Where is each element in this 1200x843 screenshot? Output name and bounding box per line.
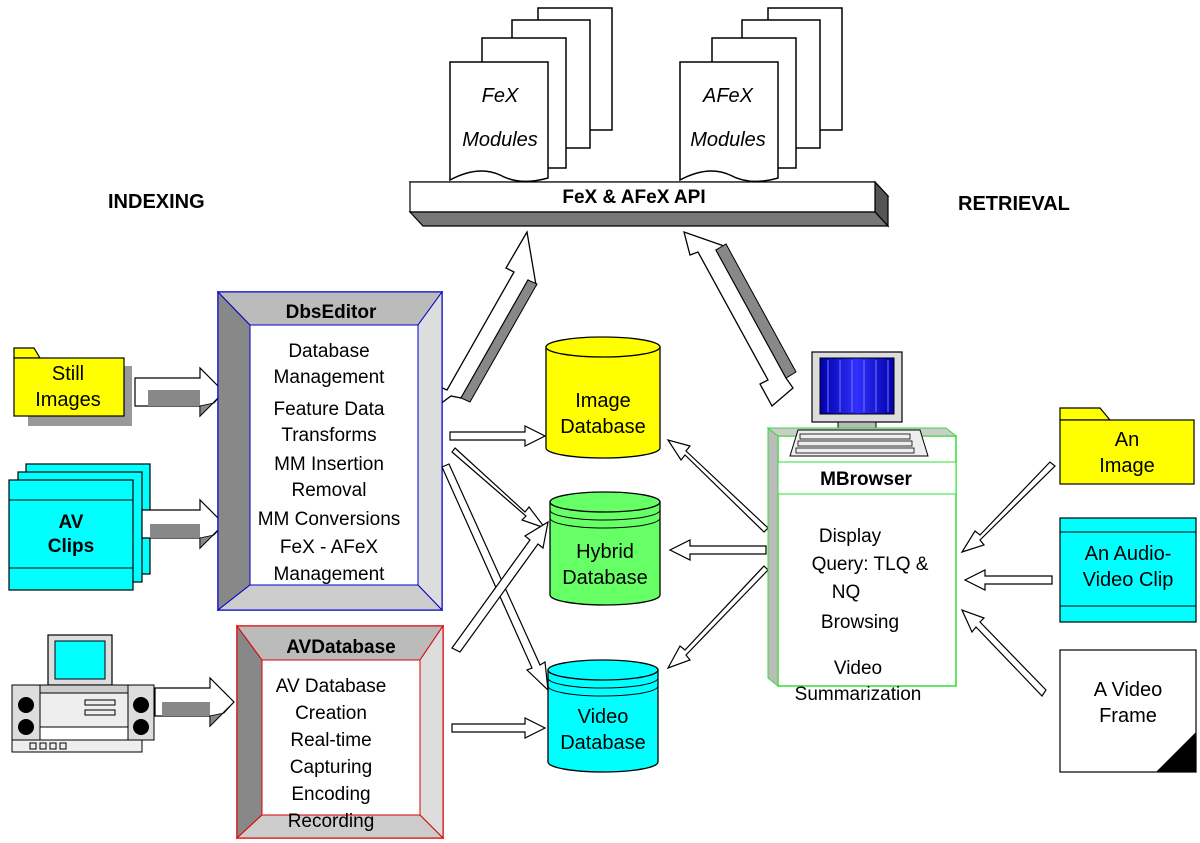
afex-modules-label-2: Modules xyxy=(690,129,766,151)
av-clips-arrow xyxy=(141,498,225,550)
image-database-label-1: Image xyxy=(575,390,631,412)
api-arrow-left xyxy=(430,230,538,412)
afex-modules-label-1: AFeX xyxy=(702,85,754,107)
capture-pc-icon xyxy=(11,634,155,753)
connection-arrows xyxy=(441,425,1056,739)
dbseditor-line: Management xyxy=(274,367,386,388)
arrow-mbrowser-to-video-db xyxy=(666,565,769,670)
avdatabase-line: Recording xyxy=(288,811,375,832)
still-images-label-1: Still xyxy=(52,363,84,385)
dbseditor-line: Management xyxy=(274,564,386,585)
mbrowser-title: MBrowser xyxy=(820,469,912,490)
hybrid-database-cylinder: Hybrid Database xyxy=(549,491,661,606)
arrow-query-clip-to-mbrowser xyxy=(963,569,1053,591)
dbseditor-title: DbsEditor xyxy=(286,302,377,323)
retrieval-heading: RETRIEVAL xyxy=(958,193,1070,215)
api-label: FeX & AFeX API xyxy=(562,187,705,208)
hybrid-database-label-1: Hybrid xyxy=(576,541,634,563)
arrow-mbrowser-to-hybrid-db xyxy=(668,539,767,561)
arrow-editor-to-hybrid-db xyxy=(451,447,547,530)
query-clip-label-1: An Audio- xyxy=(1085,543,1172,565)
query-image-label-1: An xyxy=(1115,429,1139,451)
indexing-heading: INDEXING xyxy=(108,191,205,213)
image-database-label-2: Database xyxy=(560,416,646,438)
query-image-label-2: Image xyxy=(1099,455,1155,477)
afex-modules-stack: AFeX Modules xyxy=(679,7,843,183)
video-database-label-2: Database xyxy=(560,732,646,754)
dbseditor-line: MM Conversions xyxy=(258,509,401,530)
mbrowser-line: Video xyxy=(834,658,882,679)
dbseditor-line: Transforms xyxy=(281,425,376,446)
dbseditor-line: FeX - AFeX xyxy=(280,537,379,558)
api-arrow-right xyxy=(683,230,797,408)
avdatabase-line: Capturing xyxy=(290,757,372,778)
avdatabase-line: Encoding xyxy=(291,784,370,805)
query-frame-label-1: A Video xyxy=(1094,679,1163,701)
keyboard-icon xyxy=(789,429,929,457)
avdatabase-line: AV Database xyxy=(276,676,387,697)
still-images-arrow xyxy=(134,366,225,418)
avdatabase-line: Real-time xyxy=(290,730,371,751)
mbrowser-monitor-icon xyxy=(811,351,903,431)
api-bar: FeX & AFeX API xyxy=(408,180,890,228)
arrow-mbrowser-to-image-db xyxy=(666,439,769,533)
mbrowser-line: Browsing xyxy=(821,612,899,633)
avdatabase-line: Creation xyxy=(295,703,367,724)
still-images-folder: Still Images xyxy=(13,347,132,426)
query-clip-label-2: Video Clip xyxy=(1083,569,1174,591)
mbrowser-panel: MBrowser Display Query: TLQ & NQ Browsin… xyxy=(766,426,958,705)
hybrid-database-label-2: Database xyxy=(562,567,648,589)
video-database-label-1: Video xyxy=(578,706,629,728)
dbseditor-line: Removal xyxy=(292,480,367,501)
query-frame-card: A Video Frame xyxy=(1059,649,1197,773)
avdatabase-title: AVDatabase xyxy=(286,637,395,658)
av-clips-label-1: AV xyxy=(59,512,84,533)
fex-modules-label-2: Modules xyxy=(462,129,538,151)
video-database-cylinder: Video Database xyxy=(547,659,659,773)
dbseditor-line: Feature Data xyxy=(274,399,385,420)
mbrowser-line: NQ xyxy=(832,582,861,603)
mbrowser-line: Display xyxy=(819,526,882,547)
arrow-query-frame-to-mbrowser xyxy=(960,608,1047,697)
mbrowser-line: Summarization xyxy=(795,684,922,705)
avdatabase-lines: AV Database Creation Real-time Capturing… xyxy=(276,676,387,832)
arrow-avdb-to-video-db xyxy=(451,717,547,739)
avdatabase-panel: AVDatabase AV Database Creation Real-tim… xyxy=(235,624,445,840)
still-images-label-2: Images xyxy=(35,389,101,411)
mbrowser-lines: Display Query: TLQ & NQ Browsing Video S… xyxy=(795,526,929,705)
arrow-editor-to-video-db xyxy=(441,463,549,692)
capture-pc-arrow xyxy=(154,676,235,728)
dbseditor-panel: DbsEditor Database Management Feature Da… xyxy=(216,290,444,612)
query-frame-label-2: Frame xyxy=(1099,705,1157,727)
dbseditor-lines: Database Management Feature Data Transfo… xyxy=(258,341,401,585)
query-clip-card: An Audio- Video Clip xyxy=(1059,517,1197,623)
dbseditor-line: Database xyxy=(288,341,369,362)
mbrowser-line: Query: TLQ & xyxy=(812,554,929,575)
arrow-editor-to-image-db xyxy=(449,425,547,447)
fex-modules-stack: FeX Modules xyxy=(449,7,613,183)
av-clips-label-2: Clips xyxy=(48,536,94,557)
dbseditor-line: MM Insertion xyxy=(274,454,384,475)
av-clips-stack: AV Clips xyxy=(8,463,151,591)
image-database-cylinder: Image Database xyxy=(545,336,661,459)
query-image-folder: An Image xyxy=(1059,407,1195,485)
fex-modules-label-1: FeX xyxy=(482,85,519,107)
arrow-avdb-to-hybrid-db xyxy=(451,520,549,653)
arrow-query-image-to-mbrowser xyxy=(960,461,1056,554)
